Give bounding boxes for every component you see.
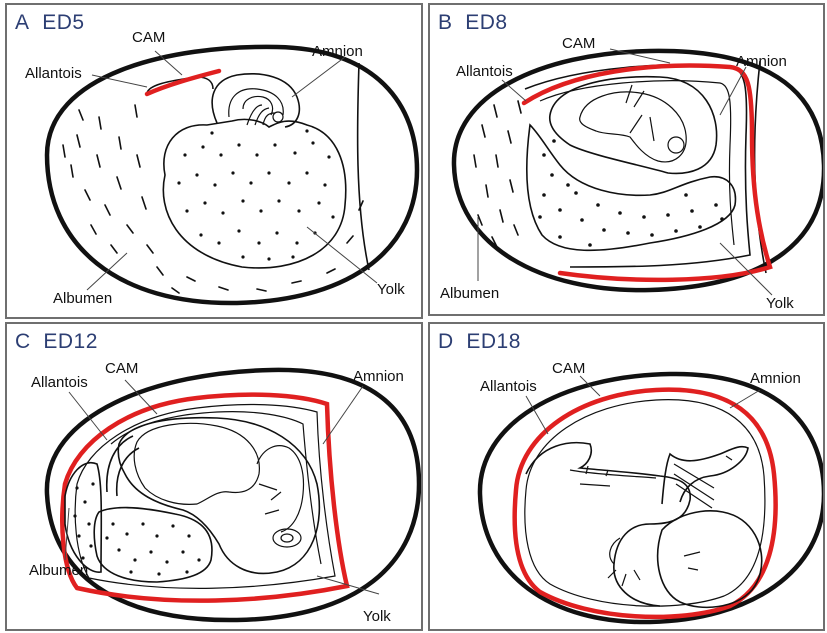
label-allantois: Allantois (31, 374, 88, 391)
albumen-dashes (474, 101, 521, 247)
label-allantois: Allantois (456, 63, 513, 80)
cam-highlight (147, 71, 219, 94)
albumen-dots (73, 482, 94, 559)
label-amnion: Amnion (353, 368, 404, 385)
label-albumen: Albumen (53, 290, 112, 307)
label-amnion: Amnion (312, 43, 363, 60)
label-albumen: Albumen (440, 285, 499, 302)
panel-b-ed8: B ED8 CAM Amnion Allantois Albumen Yolk (428, 3, 825, 316)
label-amnion: Amnion (736, 53, 787, 70)
amnion-fold (212, 74, 299, 127)
label-yolk: Yolk (363, 608, 391, 625)
amnion-sac (550, 77, 717, 174)
label-cam: CAM (552, 360, 585, 377)
label-cam: CAM (562, 35, 595, 52)
panel-d-ed18: D ED18 CAM Amnion Allantois (428, 322, 825, 631)
panel-title: A ED5 (15, 11, 85, 35)
amnion-sac (118, 418, 319, 574)
label-cam: CAM (132, 29, 165, 46)
eggshell-outline (47, 370, 419, 620)
cam-highlight (515, 390, 776, 617)
label-yolk: Yolk (377, 281, 405, 298)
embryo (580, 92, 687, 162)
air-cell-membrane (358, 63, 369, 270)
yolk-dots (105, 522, 200, 575)
label-allantois: Allantois (25, 65, 82, 82)
panel-a-ed5: A ED5 CAM Amnion Allantois Albumen Yolk (5, 3, 423, 319)
label-cam: CAM (105, 360, 138, 377)
embryo (134, 423, 259, 504)
label-amnion: Amnion (750, 370, 801, 387)
panel-c-ed12: C ED12 CAM Amnion Allantois Albumen Yolk (5, 322, 423, 631)
chick-body (526, 443, 690, 606)
chick-head (662, 447, 748, 504)
yolk-sac (163, 119, 345, 268)
egg-diagram-ed8 (430, 5, 825, 316)
label-albumen: Albumen (29, 562, 88, 579)
yolk-sac (527, 125, 736, 250)
chick-feet (608, 538, 640, 586)
panel-title: D ED18 (438, 330, 521, 354)
yolk-sac (94, 508, 212, 582)
yolk-dots (538, 139, 724, 247)
yolk-dots (177, 129, 334, 260)
panel-title: B ED8 (438, 11, 508, 35)
label-yolk: Yolk (766, 295, 794, 312)
label-allantois: Allantois (480, 378, 537, 395)
panel-title: C ED12 (15, 330, 98, 354)
